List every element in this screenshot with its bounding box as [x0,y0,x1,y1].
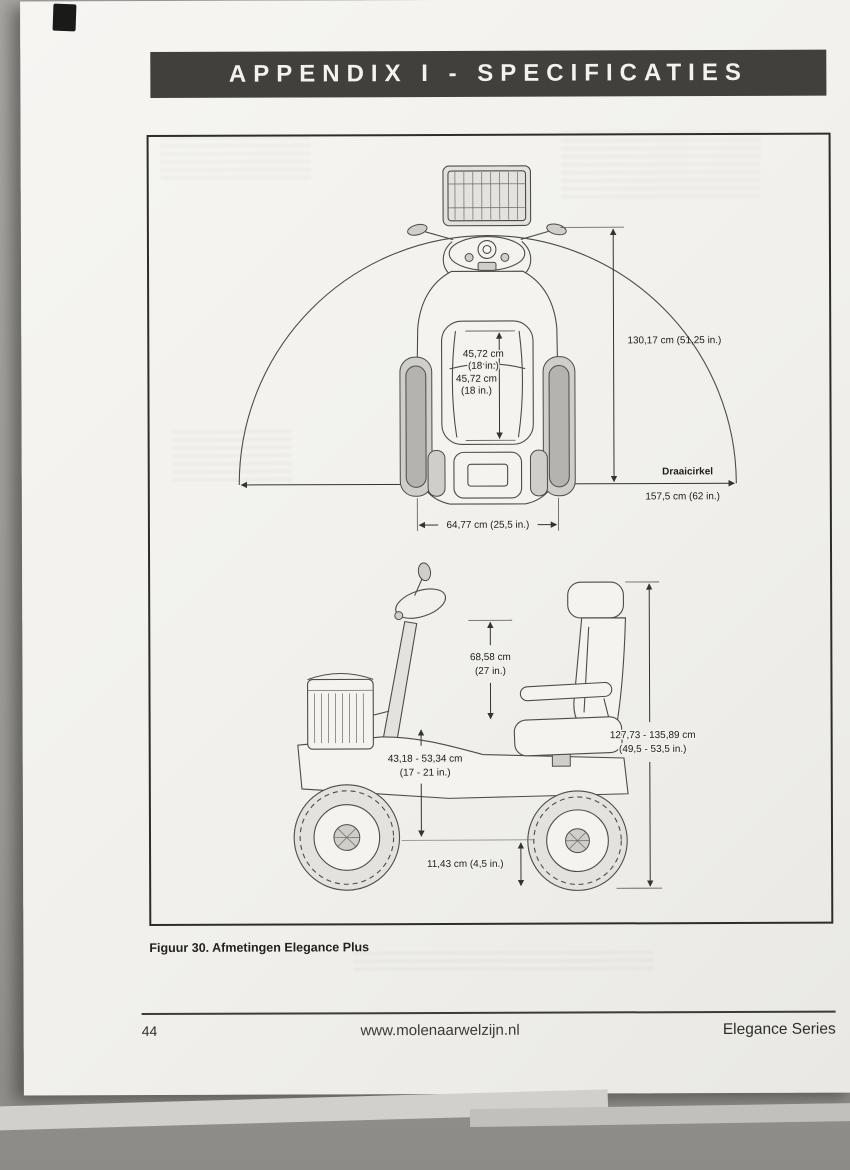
scan-ink-mark [52,3,77,32]
scooter-side-view [293,562,629,891]
figure-box: 45,72 cm (18 in.) 45,72 cm (18 in.) 130,… [146,132,834,927]
document-page: APPENDIX I - SPECIFICATIES [20,0,850,1096]
dim-overall-length: 130,17 cm (51,25 in.) [627,335,721,346]
dimension-figure: 45,72 cm (18 in.) 45,72 cm (18 in.) 130,… [238,165,737,891]
dim-seat-back-height-in: (27 in.) [475,666,506,677]
dim-seat-width-in: (18 in.) [468,361,499,372]
dim-overall-width: 64,77 cm (25,5 in.) [446,520,529,531]
figure-caption: Figuur 30. Afmetingen Elegance Plus [149,940,370,956]
page-title-text: APPENDIX I - SPECIFICATIES [228,58,748,88]
side-view-dimensions: 68,58 cm (27 in.) 127,73 - 135,89 cm (49… [386,581,697,889]
footer-website: www.molenaarwelzijn.nl [360,1021,520,1040]
footer-series: Elegance Series [722,1020,836,1039]
dim-seat-height-cm: 43,18 - 53,34 cm [388,754,463,765]
dim-turning-circle-label: Draaicirkel [662,466,713,477]
dim-seat-depth-in: (18 in.) [461,386,492,397]
page-number: 44 [141,1022,158,1040]
scooter-top-view [399,165,576,505]
dim-turning-circle-value: 157,5 cm (62 in.) [645,491,720,502]
dim-seat-depth-cm: 45,72 cm [456,374,497,385]
page-title: APPENDIX I - SPECIFICATIES [150,49,827,99]
page-footer: 44 www.molenaarwelzijn.nl Elegance Serie… [141,1010,836,1042]
dim-seat-back-height-cm: 68,58 cm [470,652,511,663]
bleedthrough-artifact [353,951,654,975]
dim-seat-height-in: (17 - 21 in.) [400,768,451,779]
dim-overall-height-in: (49,5 - 53,5 in.) [619,744,686,755]
dim-overall-height-cm: 127,73 - 135,89 cm [610,730,696,741]
top-view-dimensions: 45,72 cm (18 in.) 45,72 cm (18 in.) 130,… [416,226,721,532]
dim-ground-clearance: 11,43 cm (4,5 in.) [427,859,504,870]
dim-seat-width-cm: 45,72 cm [463,349,504,360]
